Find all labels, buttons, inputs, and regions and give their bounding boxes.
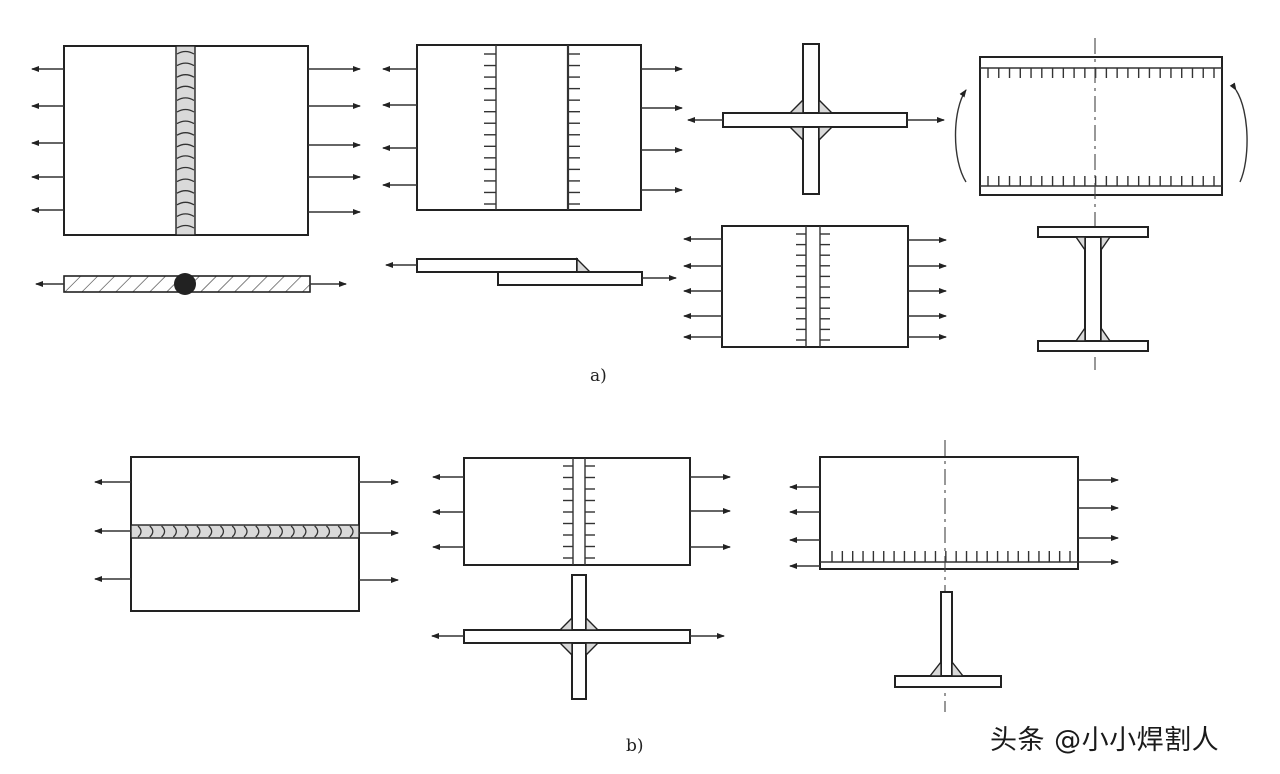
- butt-joint-transverse: [31, 45, 361, 295]
- weld-ripple: [176, 213, 195, 217]
- butt-joint-longitudinal: [94, 456, 399, 612]
- t-joint-longitudinal: [431, 457, 731, 700]
- beam-bending: [954, 38, 1248, 370]
- weld-ripple: [290, 525, 295, 538]
- weld-ripple: [161, 525, 166, 538]
- weld-ripple: [176, 132, 195, 136]
- weld-ripple: [325, 525, 331, 538]
- weld-ripple: [176, 190, 195, 194]
- i-section: [1037, 226, 1149, 352]
- weld-ripple: [176, 62, 195, 67]
- weld-ripple: [137, 525, 142, 538]
- weld-ripple: [176, 108, 195, 113]
- weld-ripple: [196, 525, 201, 538]
- weld-ripple: [172, 525, 177, 538]
- weld-ripple: [231, 525, 236, 538]
- t-joint-plan-transverse: [683, 225, 947, 348]
- watermark-text: 头条 @小小焊割人: [990, 725, 1220, 756]
- weld-ripple: [176, 224, 195, 229]
- lap-joint-transverse: [382, 44, 683, 286]
- weld-ripple: [314, 525, 319, 538]
- weld-ripple: [149, 525, 154, 538]
- weld-ripple: [184, 525, 189, 538]
- weld-ripple: [176, 143, 195, 148]
- weld-ripple: [176, 201, 195, 206]
- weld-ripple: [176, 155, 195, 159]
- weld-ripple: [176, 178, 195, 183]
- weld-ripple: [208, 525, 213, 538]
- weld-ripple: [176, 85, 195, 90]
- weld-ripple: [337, 525, 342, 538]
- weld-ripple: [267, 525, 272, 538]
- t-beam-longitudinal: [789, 440, 1119, 712]
- weld-ripple: [176, 50, 195, 55]
- weld-ripple: [255, 525, 260, 538]
- weld-ripple: [176, 97, 195, 101]
- panel-b-label: b): [626, 736, 644, 756]
- weld-ripple: [176, 120, 195, 125]
- weld-ripple: [278, 525, 283, 538]
- weld-ripple: [219, 525, 225, 538]
- weld-ripple: [176, 74, 195, 78]
- weld-ripple: [349, 525, 354, 538]
- cruciform-joint-a: [687, 43, 945, 195]
- panel-a-label: a): [590, 366, 607, 386]
- weld-ripple: [176, 166, 195, 171]
- weld-ripple: [302, 525, 307, 538]
- weld-ripple: [243, 525, 248, 538]
